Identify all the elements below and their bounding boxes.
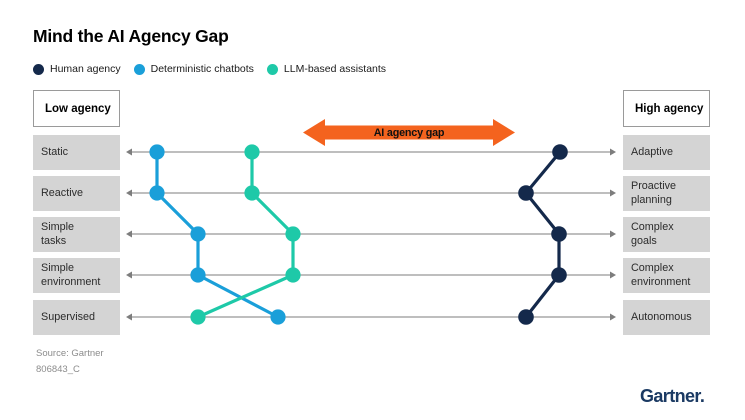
gartner-logo-dot-icon: . (699, 386, 705, 406)
data-point (190, 226, 206, 242)
legend-label: Deterministic chatbots (150, 63, 254, 75)
source-note: Source: Gartner 806843_C (36, 346, 104, 378)
legend-dot-icon (266, 63, 278, 75)
row-label-left-static: Static (33, 135, 120, 170)
data-point (518, 309, 534, 325)
data-point (149, 144, 165, 160)
data-point (285, 226, 301, 242)
legend-item-llm-based-assistants: LLM-based assistants (266, 63, 387, 75)
data-point (149, 185, 165, 201)
legend-label: Human agency (50, 63, 121, 75)
data-point (285, 267, 301, 283)
row-axes (126, 148, 616, 321)
legend-label: LLM-based assistants (283, 63, 387, 75)
series-points-deterministic-chatbots (149, 144, 286, 325)
row-label-text: Adaptive (631, 145, 674, 158)
ai-agency-gap-label: AI agency gap (373, 126, 445, 139)
legend-item-human-agency: Human agency (33, 63, 121, 75)
legend-dot-icon (33, 63, 44, 75)
row-label-left-reactive: Reactive (33, 176, 120, 211)
data-point (270, 309, 286, 325)
row-label-left-supervised: Supervised (33, 300, 120, 335)
source-code: 806843_C (36, 364, 80, 375)
high-agency-header: High agency (623, 90, 710, 127)
low-agency-header: Low agency (33, 90, 120, 127)
series-line-human-agency (524, 150, 562, 319)
gartner-logo: Gartner. (640, 386, 705, 407)
data-point (244, 185, 260, 201)
gartner-wordmark: Gartner (640, 386, 700, 406)
data-point (190, 309, 206, 325)
series-points-human-agency (518, 144, 568, 325)
row-label-text: Autonomous (631, 310, 692, 323)
row-label-right-adaptive: Adaptive (623, 135, 710, 170)
row-label-text: Static (41, 145, 69, 158)
data-point (552, 144, 568, 160)
data-point (551, 226, 567, 242)
ai-agency-gap-arrow-icon (303, 119, 515, 146)
data-point (190, 267, 206, 283)
legend: Human agency Deterministic chatbots LLM-… (33, 63, 386, 75)
data-point (244, 144, 260, 160)
legend-dot-icon (133, 63, 145, 75)
page-title: Mind the AI Agency Gap (33, 26, 229, 46)
row-label-text: Supervised (41, 310, 96, 323)
series-line-deterministic-chatbots (155, 150, 280, 319)
data-point (551, 267, 567, 283)
series-points-llm-based-assistants (190, 144, 301, 325)
data-point (518, 185, 534, 201)
row-label-text: Reactive (41, 186, 84, 199)
series-line-llm-based-assistants (196, 150, 295, 319)
legend-item-deterministic-chatbots: Deterministic chatbots (133, 63, 254, 75)
row-label-right-autonomous: Autonomous (623, 300, 710, 335)
source-text: Source: Gartner (36, 348, 104, 359)
